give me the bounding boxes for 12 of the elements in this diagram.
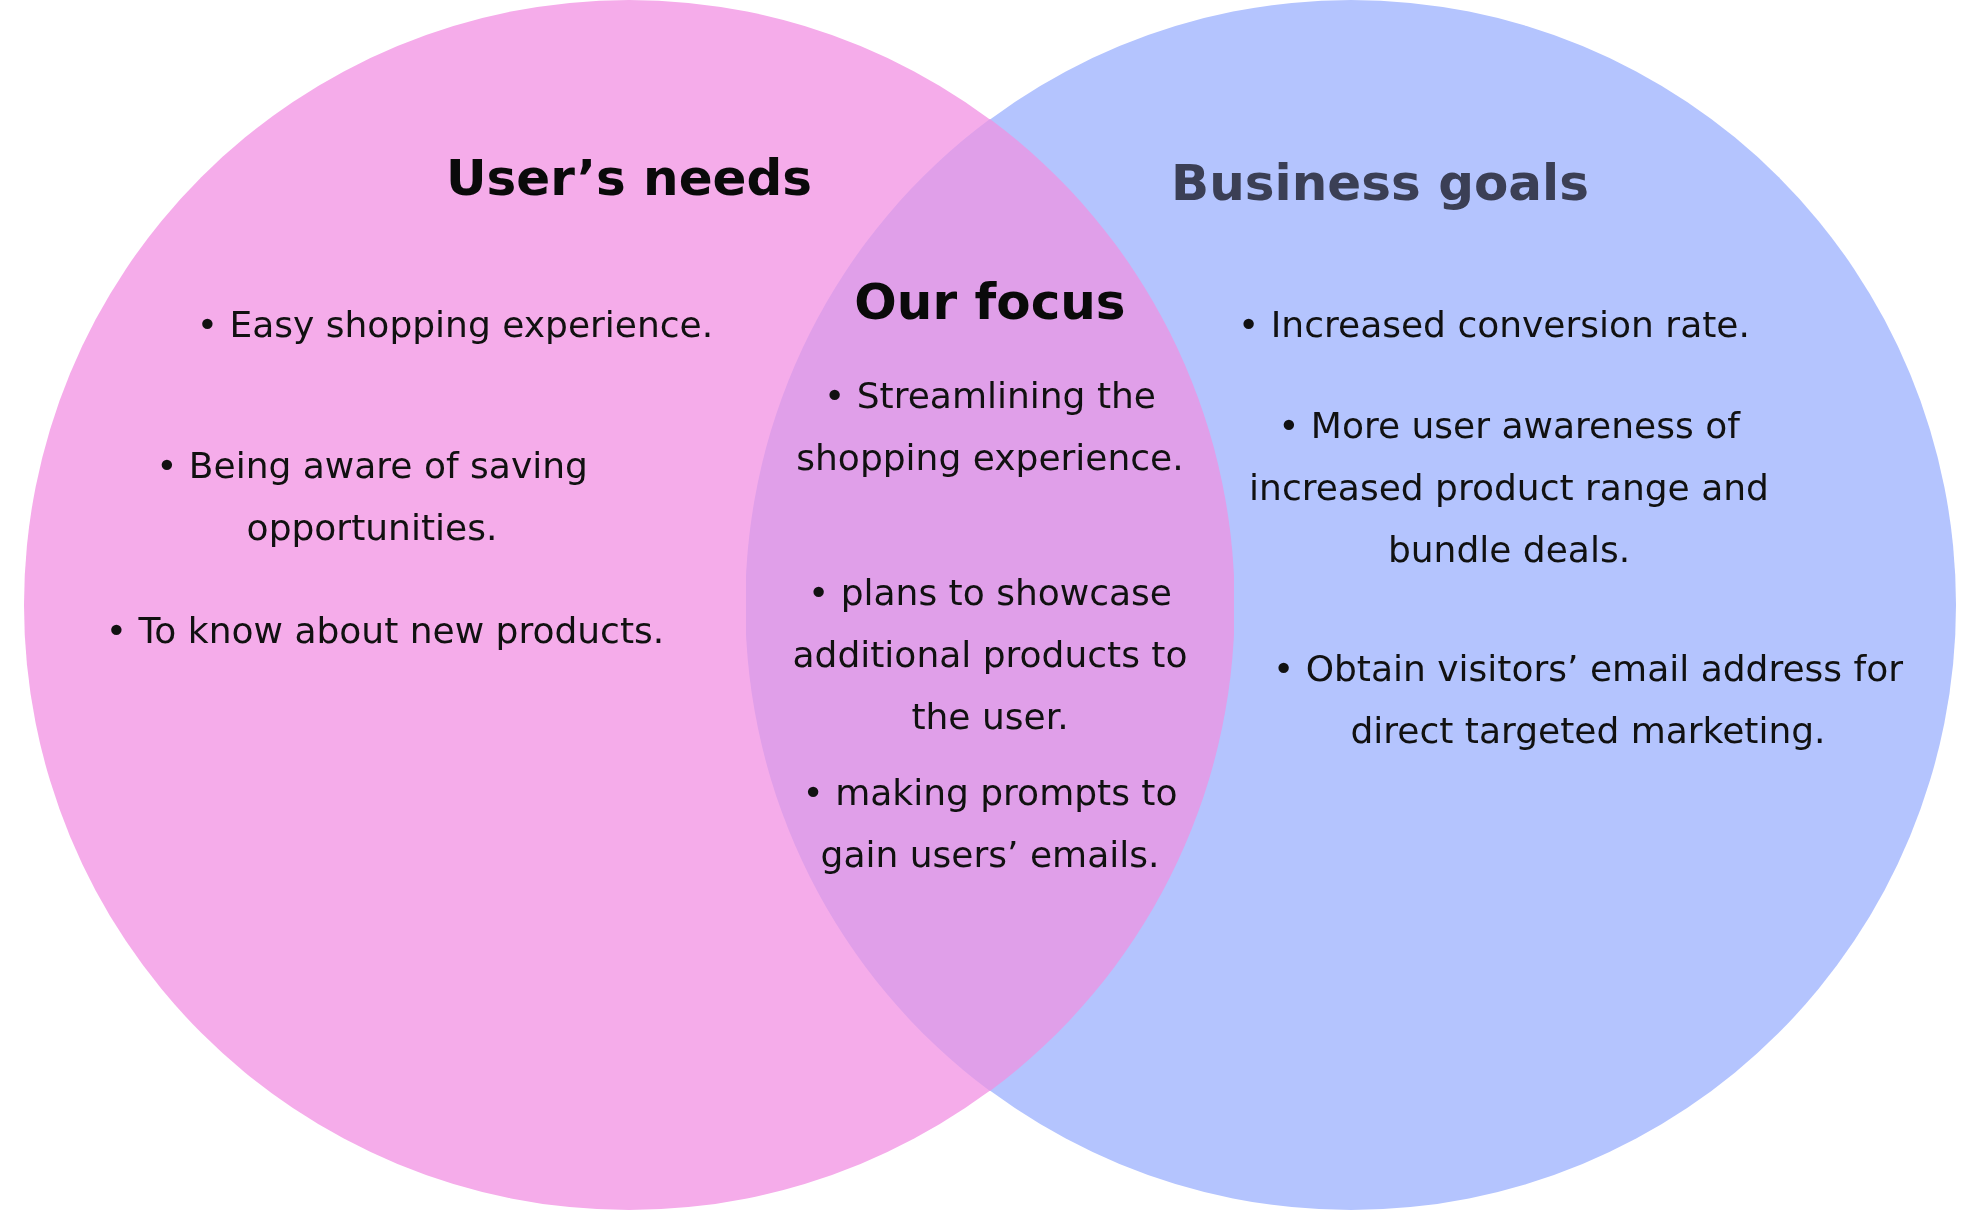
bullet-text: • More user awareness of increased product range and bundle deals. xyxy=(1248,404,1770,572)
bullet-text: • Being aware of saving opportunities. xyxy=(155,444,589,550)
set-heading: Business goals xyxy=(1171,153,1589,214)
bullet-text: • making prompts to gain users’ emails. xyxy=(801,771,1179,877)
bullet-text: • Easy shopping experience. xyxy=(195,303,715,347)
set-heading: Our focus xyxy=(854,272,1126,333)
bullet-text: • Streamlining the shopping experience. xyxy=(795,374,1185,480)
bullet-text: • plans to showcase additional products to the user. xyxy=(791,571,1189,739)
set-heading: User’s needs xyxy=(445,148,813,209)
bullet-text: • Obtain visitors’ email address for direct targeted marketing. xyxy=(1271,647,1905,753)
bullet-text: • Increased conversion rate. xyxy=(1237,303,1751,347)
bullet-text: • To know about new products. xyxy=(104,609,666,653)
